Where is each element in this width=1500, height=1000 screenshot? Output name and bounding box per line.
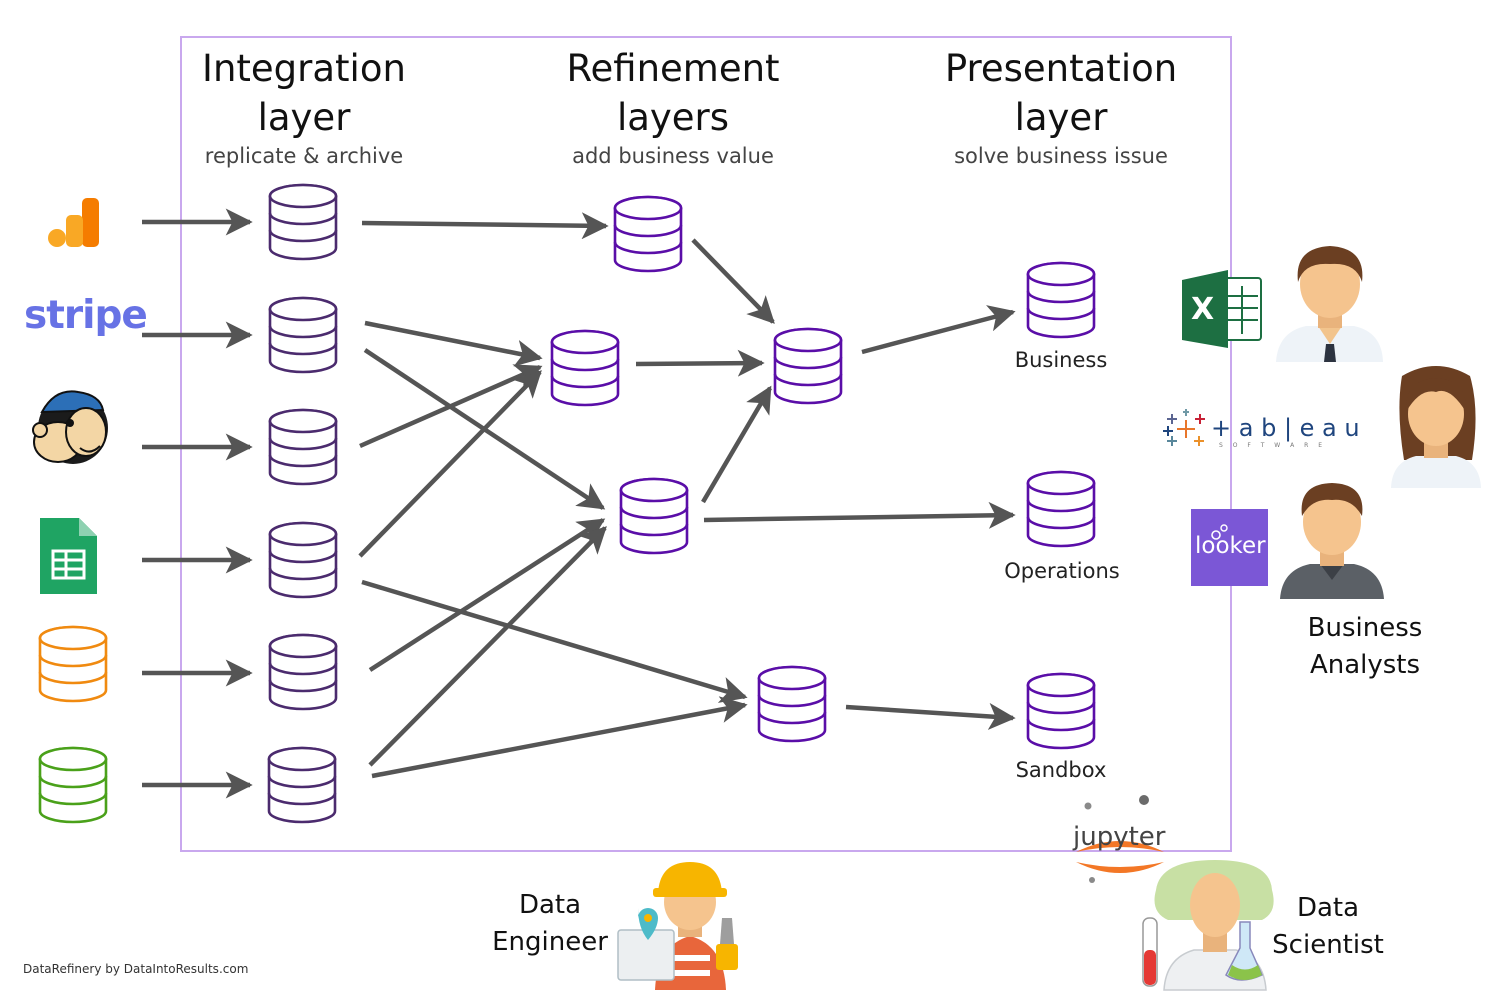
arrow-r4-operations — [703, 501, 1016, 529]
refinement-db-2 — [550, 329, 620, 407]
integration-db-1 — [268, 183, 338, 261]
integration-title-line1: Integration — [202, 47, 406, 90]
data-scientist-label: Data Scientist — [1268, 890, 1388, 964]
green-database-icon — [38, 746, 108, 824]
presentation-layer-header: Presentation layer solve business issue — [941, 44, 1181, 168]
mailchimp-icon — [32, 390, 108, 464]
sandbox-mart-db — [1026, 672, 1096, 750]
stripe-logo: stripe — [24, 293, 148, 338]
presentation-title-line1: Presentation — [944, 47, 1178, 90]
warehouse-frame — [180, 36, 1232, 852]
integration-layer-header: Integration layer replicate & archive — [184, 44, 424, 168]
presentation-databases — [1026, 261, 1096, 750]
integration-databases — [267, 183, 338, 824]
integration-db-5 — [268, 633, 338, 711]
integration-db-2 — [268, 296, 338, 374]
arrow-i3-r2 — [359, 364, 543, 449]
engineer-line2: Engineer — [492, 927, 608, 957]
business-mart-db — [1026, 261, 1096, 339]
arrow-r1-r3 — [691, 238, 775, 324]
refinement-title-line2: layers — [616, 96, 730, 139]
arrow-r5-sandbox — [845, 702, 1016, 730]
refinement-subtitle: add business value — [572, 144, 774, 168]
engineer-line1: Data — [518, 890, 582, 920]
analysts-line2: Analysts — [1309, 650, 1421, 680]
data-engineer-avatar — [617, 862, 738, 990]
arrow-r4-r3 — [701, 385, 772, 504]
arrow-i1-r1 — [361, 212, 609, 240]
data-scientist-avatar — [1142, 860, 1274, 991]
refinement-databases — [550, 195, 843, 743]
looker-wordmark: looker — [1195, 533, 1266, 559]
arrows — [142, 208, 1016, 799]
data-engineer-label: Data Engineer — [490, 887, 610, 961]
analyst-man2-avatar — [1280, 483, 1384, 599]
orange-database-icon — [38, 625, 108, 703]
refinement-db-5 — [757, 665, 827, 743]
arrow-r3-business — [861, 305, 1016, 355]
arrow-r2-r3 — [635, 349, 765, 377]
tableau-software-text: S O F T W A R E — [1219, 442, 1326, 449]
tableau-icon — [1163, 409, 1205, 446]
presentation-subtitle: solve business issue — [954, 144, 1168, 168]
arrow-i4-r5 — [361, 579, 748, 703]
sheets-icon — [40, 518, 97, 594]
excel-letter: X — [1191, 292, 1215, 327]
analyst-man-avatar — [1276, 246, 1383, 362]
refinement-title-line1: Refinement — [566, 47, 780, 90]
arrow-i2-r2 — [364, 320, 543, 367]
business-analysts-label: Business Analysts — [1295, 610, 1435, 684]
integration-subtitle: replicate & archive — [204, 144, 404, 168]
refinement-db-4 — [619, 477, 689, 555]
scientist-line1: Data — [1296, 893, 1360, 923]
looker-icon — [1191, 509, 1268, 586]
operations-mart-db — [1026, 470, 1096, 548]
integration-title-line2: layer — [257, 96, 351, 139]
arrow-i6-r5 — [371, 696, 748, 779]
sandbox-mart-label: Sandbox — [1015, 758, 1107, 782]
credit-text: DataRefinery by DataIntoResults.com — [23, 962, 249, 976]
arrow-i5-r4 — [368, 518, 606, 672]
scientist-line2: Scientist — [1272, 930, 1384, 960]
tableau-wordmark: + a b | e a u — [1211, 414, 1360, 442]
integration-db-6 — [267, 746, 337, 824]
refinement-layer-header: Refinement layers add business value — [553, 44, 793, 168]
operations-mart-label: Operations — [1004, 559, 1120, 583]
refinement-db-1 — [613, 195, 683, 273]
integration-db-4 — [268, 521, 338, 599]
integration-db-3 — [268, 408, 338, 486]
analytics-icon — [48, 198, 99, 247]
excel-icon — [1182, 270, 1262, 348]
jupyter-wordmark: jupyter — [1073, 822, 1166, 852]
analysts-line1: Business — [1307, 613, 1423, 643]
presentation-title-line2: layer — [1014, 96, 1108, 139]
analyst-woman-avatar — [1391, 366, 1481, 488]
jupyter-icon — [1076, 795, 1164, 883]
arrow-i4-r2 — [358, 370, 542, 558]
business-mart-label: Business — [1014, 348, 1108, 372]
arrow-i6-r4 — [368, 526, 607, 767]
refinement-db-3 — [773, 327, 843, 405]
